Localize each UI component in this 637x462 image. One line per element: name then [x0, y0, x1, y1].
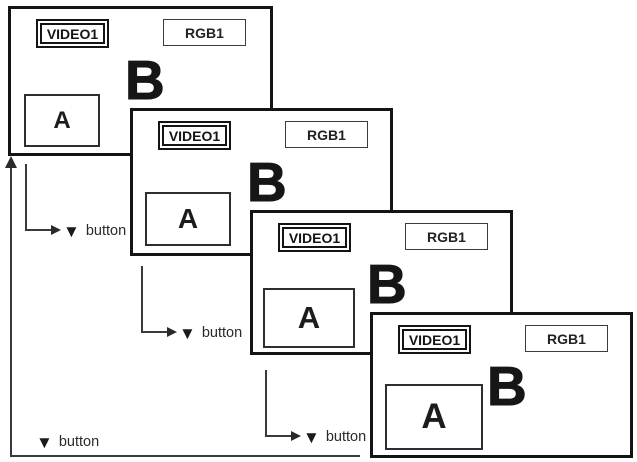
pip-window: A	[263, 288, 355, 348]
step-2-button-label: ▼ button	[179, 325, 242, 342]
step-arrow-1-horizontal-line	[25, 229, 52, 231]
down-triangle-icon: ▼	[303, 428, 320, 447]
video1-source-badge: VIDEO1	[398, 325, 471, 354]
pip-window-label: A	[297, 300, 321, 335]
pip-window: A	[145, 192, 231, 246]
loop-line-bottom	[10, 455, 360, 457]
video1-source-badge: VIDEO1	[278, 223, 351, 252]
step-arrow-3-vertical-line	[265, 370, 267, 437]
button-label-text: button	[85, 223, 127, 240]
video1-source-badge: VIDEO1	[36, 19, 109, 48]
video1-label: VIDEO1	[40, 23, 105, 44]
rgb1-source-badge: RGB1	[405, 223, 488, 250]
pip-window-label: A	[53, 106, 71, 134]
step-arrow-2-horizontal-line	[141, 331, 168, 333]
rgb1-source-badge: RGB1	[163, 19, 246, 46]
step-arrow-3-horizontal-line	[265, 435, 292, 437]
video1-label: VIDEO1	[162, 125, 227, 146]
step-arrow-1-vertical-line	[25, 164, 27, 231]
screen-frame-1: VIDEO1 RGB1 B A	[8, 6, 273, 156]
pip-window-label: A	[421, 397, 447, 436]
loop-line-left	[10, 165, 12, 457]
pip-window: A	[385, 384, 483, 450]
arrow-right-icon	[291, 430, 301, 441]
rgb1-source-badge: RGB1	[525, 325, 608, 352]
main-picture-label: B	[125, 49, 166, 111]
main-picture-label: B	[487, 355, 528, 417]
loop-button-label: ▼ button	[36, 434, 99, 451]
video1-label: VIDEO1	[282, 227, 347, 248]
down-triangle-icon: ▼	[179, 324, 196, 343]
arrow-right-icon	[51, 224, 61, 235]
screen-frame-4: VIDEO1 RGB1 B A	[370, 312, 633, 458]
pip-window: A	[24, 94, 100, 147]
button-label-text: button	[201, 325, 243, 342]
video1-label: VIDEO1	[402, 329, 467, 350]
step-3-button-label: ▼ button	[303, 429, 366, 446]
arrow-right-icon	[167, 326, 177, 337]
step-arrow-2-vertical-line	[141, 266, 143, 333]
video1-source-badge: VIDEO1	[158, 121, 231, 150]
rgb1-source-badge: RGB1	[285, 121, 368, 148]
button-label-text: button	[58, 434, 100, 451]
main-picture-label: B	[247, 151, 288, 213]
down-triangle-icon: ▼	[63, 222, 80, 241]
button-label-text: button	[325, 429, 367, 446]
arrow-up-icon	[5, 156, 17, 168]
pip-window-label: A	[177, 203, 199, 234]
main-picture-label: B	[367, 253, 408, 315]
step-1-button-label: ▼ button	[63, 223, 126, 240]
down-triangle-icon: ▼	[36, 433, 53, 452]
